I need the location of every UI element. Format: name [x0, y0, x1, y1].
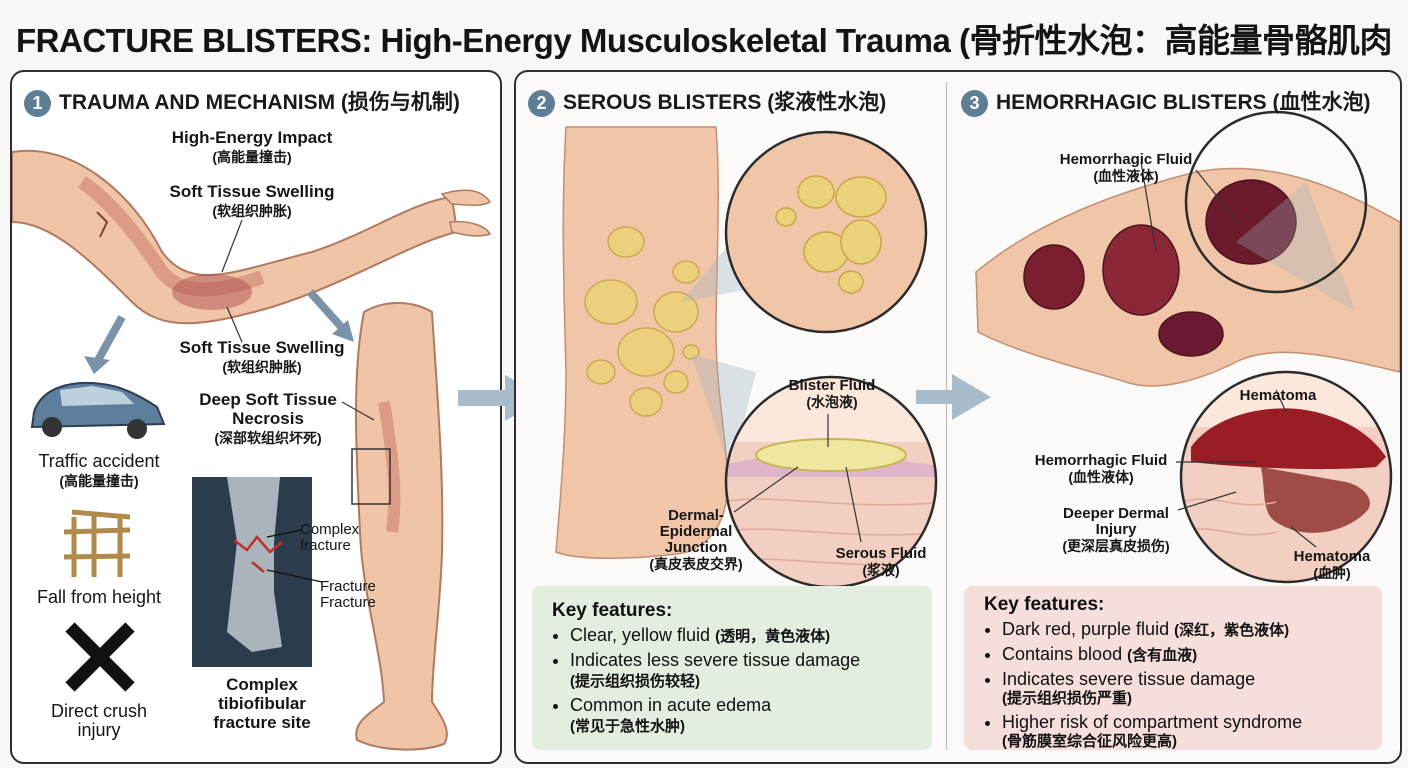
panel1-number-badge: 1: [24, 89, 51, 117]
hemorrhagic-fluid-label: Hemorrhagic Fluid(血性液体): [1034, 452, 1168, 486]
hemorrhagic-key-features-title: Key features:: [984, 594, 1105, 615]
serous-feature-item: Indicates less severe tissue damage(提示组织…: [570, 650, 912, 692]
traffic-accident-label: Traffic accident(高能量撞击): [38, 451, 160, 490]
panel-divider: [946, 82, 947, 750]
blister-fluid-label: Blister Fluid(水泡液): [788, 377, 876, 411]
swelling-label-2: Soft Tissue Swelling(软组织肿胀): [179, 338, 345, 375]
panel1-heading-text: TRAUMA AND MECHANISM (损伤与机制): [59, 91, 460, 114]
panel-blisters: 2 SEROUS BLISTERS (浆液性水泡) 3 HEMORRHAGIC BL…: [514, 70, 1402, 764]
serous-key-features: Key features: Clear, yellow fluid (透明，黄色…: [532, 586, 932, 750]
swelling-label-1: Soft Tissue Swelling(软组织肿胀): [169, 182, 335, 219]
panel2-heading-text: SEROUS BLISTERS (浆液性水泡): [563, 91, 887, 114]
panel2-heading: 2 SEROUS BLISTERS (浆液性水泡): [528, 86, 886, 117]
arrow-panel2-to-panel3-icon: [916, 374, 991, 420]
panel2-number-badge: 2: [528, 89, 555, 117]
hemorrhagic-feature-item: Dark red, purple fluid (深红，紫色液体): [1002, 619, 1362, 641]
blister-illustrations: [555, 110, 1400, 589]
serous-feature-item: Common in acute edema(常见于急性水肿): [570, 695, 912, 737]
serous-key-features-title: Key features:: [552, 600, 673, 621]
hemorrhagic-feature-item: Indicates severe tissue damage(提示组织损伤严重): [1002, 669, 1362, 709]
hematoma-top-label: Hematoma: [1239, 387, 1317, 404]
serous-feature-item: Clear, yellow fluid (透明，黄色液体): [570, 625, 912, 647]
hematoma-label: Hematoma(血肿): [1293, 548, 1371, 582]
fall-from-height-label: Fall from height: [36, 587, 162, 607]
panel3-number-badge: 3: [961, 89, 988, 117]
impact-label: High-Energy Impact(高能量撞击): [171, 128, 333, 165]
hemorrhagic-fluid-top-label: Hemorrhagic Fluid(血性液体): [1059, 151, 1193, 185]
hemorrhagic-feature-item: Contains blood (含有血液): [1002, 644, 1362, 666]
panel3-heading-text: HEMORRHAGIC BLISTERS (血性水泡): [996, 91, 1371, 114]
panel3-heading: 3 HEMORRHAGIC BLISTERS (血性水泡): [961, 86, 1371, 117]
panel1-heading: 1 TRAUMA AND MECHANISM (损伤与机制): [24, 86, 460, 117]
hemorrhagic-key-features: Key features: Dark red, purple fluid (深红…: [964, 586, 1382, 750]
trauma-illustration: [12, 149, 492, 751]
serous-fluid-label: Serous Fluid(浆液): [835, 545, 927, 579]
panel-trauma-mechanism: 1 TRAUMA AND MECHANISM (损伤与机制) High-Energ…: [10, 70, 502, 764]
hemorrhagic-feature-item: Higher risk of compartment syndrome(骨筋膜室…: [1002, 712, 1362, 752]
